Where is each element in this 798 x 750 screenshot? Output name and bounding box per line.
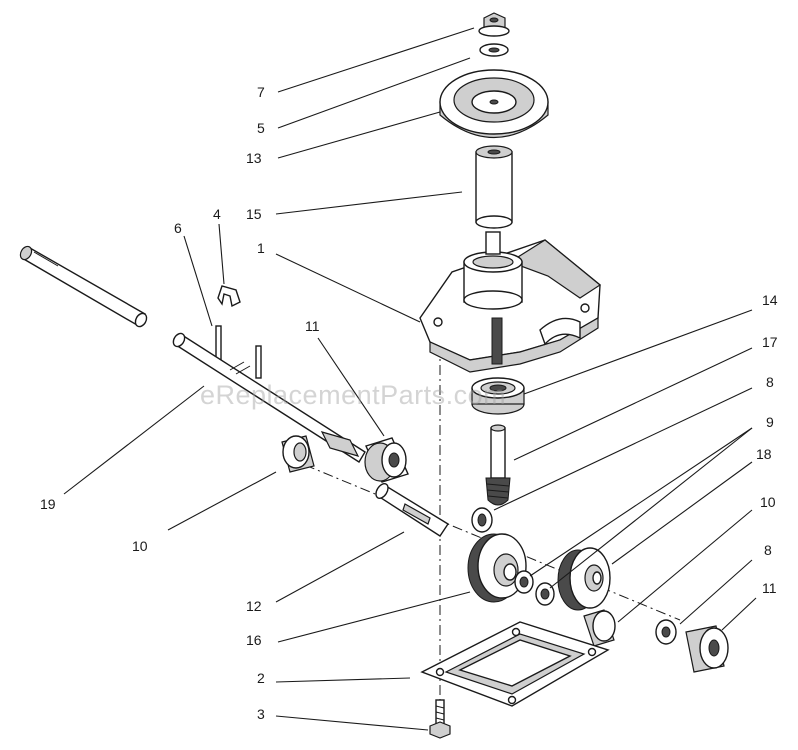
callout-12: 12 — [246, 598, 262, 614]
part-4-clip — [217, 285, 241, 308]
part-7-flange-nut — [478, 12, 510, 37]
callout-1: 1 — [257, 240, 265, 256]
leader-5 — [277, 57, 471, 129]
leader-19 — [63, 385, 205, 495]
leader-10-right — [617, 509, 753, 623]
watermark: eReplacementParts.com — [200, 380, 507, 410]
callout-16: 16 — [246, 632, 262, 648]
leader-12 — [275, 531, 405, 603]
part-1-gear-housing — [419, 231, 602, 373]
callout-4: 4 — [213, 206, 221, 222]
leader-13 — [277, 111, 441, 159]
callout-19: 19 — [40, 496, 56, 512]
part-10-bushing-left — [281, 435, 315, 473]
callout-10-left: 10 — [132, 538, 148, 554]
leader-lines — [63, 27, 757, 731]
leader-11-upper — [317, 337, 385, 437]
callout-8-lower: 8 — [764, 542, 772, 558]
callout-10-right: 10 — [760, 494, 776, 510]
callout-14: 14 — [762, 292, 778, 308]
part-14-bearing — [471, 377, 525, 415]
leader-7 — [277, 27, 475, 93]
part-3-bolt — [429, 699, 451, 739]
leader-9b — [549, 427, 753, 589]
part-13-pulley — [439, 69, 549, 139]
part-12-keyed-shaft — [375, 483, 449, 537]
callout-11-lower: 11 — [762, 580, 777, 596]
callout-7: 7 — [257, 84, 265, 100]
part-10-bushing-right — [583, 609, 616, 647]
part-5-washer — [479, 43, 509, 57]
leader-1 — [275, 253, 421, 323]
leader-9a — [529, 427, 753, 577]
callout-17: 17 — [762, 334, 778, 350]
leader-8-lower — [679, 559, 753, 625]
leader-8-upper — [493, 387, 753, 511]
callout-5: 5 — [257, 120, 265, 136]
leader-18 — [611, 461, 753, 565]
part-16-large-gear — [467, 533, 527, 603]
leader-16 — [277, 591, 471, 643]
callout-2: 2 — [257, 670, 265, 686]
part-19-axle-shaft — [19, 245, 148, 328]
leader-11-lower — [721, 597, 757, 631]
part-8-washer-upper — [471, 507, 493, 533]
part-15-spacer-tube — [475, 145, 513, 229]
leader-2 — [275, 677, 411, 683]
part-18-gear — [557, 547, 611, 611]
leader-6 — [183, 235, 213, 327]
leader-15 — [275, 191, 463, 215]
callout-11-upper: 11 — [305, 318, 320, 334]
callout-15: 15 — [246, 206, 262, 222]
main-drive-shaft — [172, 332, 366, 463]
part-8-washer-lower — [655, 619, 677, 645]
leader-10-left — [167, 471, 277, 531]
part-9-washers — [514, 570, 555, 606]
part-11-bushing-upper — [364, 437, 409, 483]
part-17-worm-shaft — [485, 424, 511, 506]
leader-14 — [523, 309, 753, 395]
callout-18: 18 — [756, 446, 772, 462]
callout-13: 13 — [246, 150, 262, 166]
leader-17 — [513, 347, 753, 461]
leader-3 — [275, 715, 429, 731]
part-11-bushing-lower — [685, 625, 729, 673]
leader-4 — [218, 223, 225, 285]
callout-6: 6 — [174, 220, 182, 236]
callout-8-upper: 8 — [766, 374, 774, 390]
callout-3: 3 — [257, 706, 265, 722]
part-2-cover-plate — [420, 621, 610, 707]
callout-9: 9 — [766, 414, 774, 430]
